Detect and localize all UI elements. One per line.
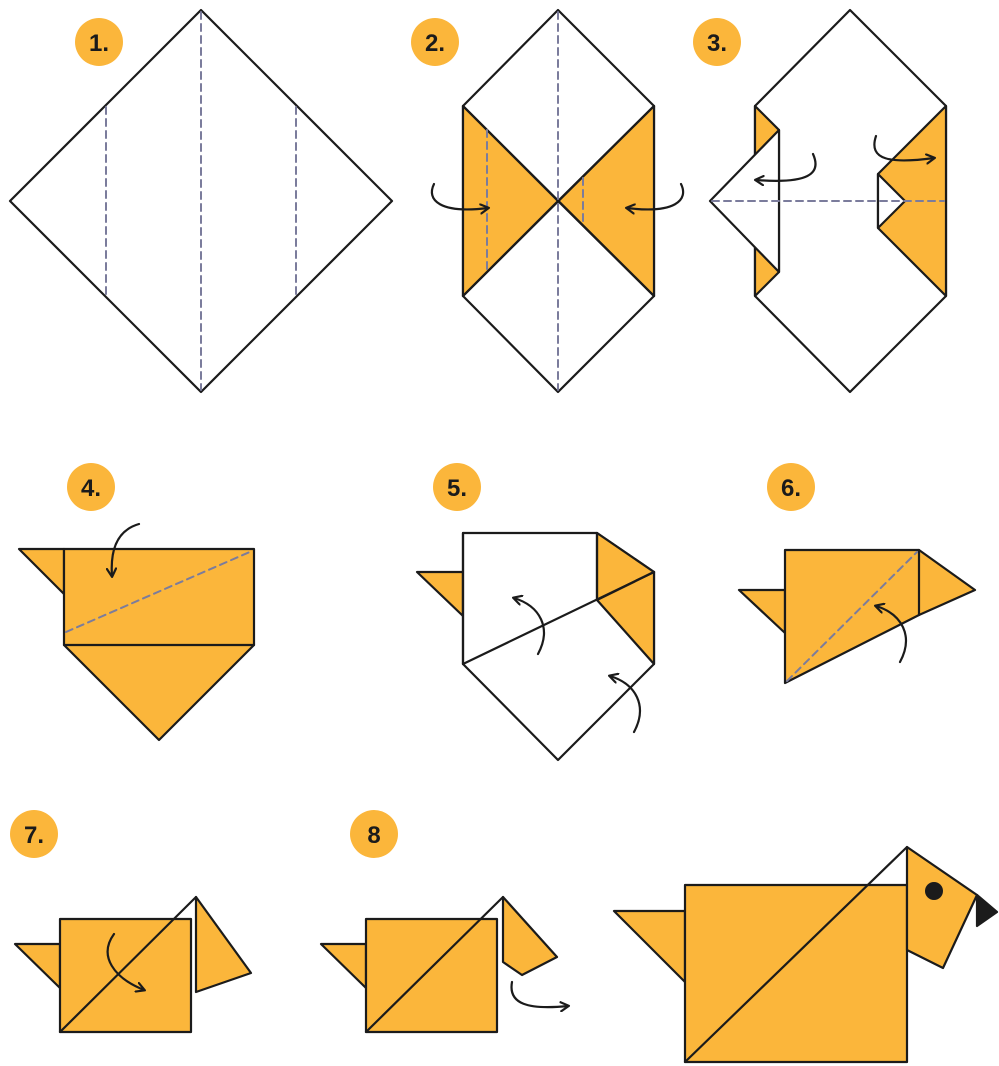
fold-arrow-icon bbox=[510, 980, 568, 1007]
step-badge-7: 7. bbox=[10, 810, 58, 858]
step-1-diagram bbox=[8, 8, 394, 394]
step-number: 2. bbox=[425, 30, 445, 57]
step-number: 7. bbox=[24, 822, 44, 849]
head-flap bbox=[501, 895, 559, 977]
step-badge-1: 1. bbox=[75, 18, 123, 66]
step-number: 5. bbox=[447, 475, 467, 502]
fold-arrow-icon bbox=[514, 598, 546, 656]
fold-arrow-icon bbox=[873, 134, 934, 160]
step-number: 1. bbox=[89, 30, 109, 57]
ear-flap bbox=[17, 547, 66, 596]
step-badge-5: 5. bbox=[433, 463, 481, 511]
step-number: 3. bbox=[707, 30, 727, 57]
finished-dog bbox=[612, 845, 999, 1064]
step-8-diagram bbox=[319, 895, 568, 1034]
step-badge-2: 2. bbox=[411, 18, 459, 66]
fold-arrow-icon bbox=[610, 676, 642, 734]
fold-arrow-icon bbox=[112, 522, 141, 576]
fold-arrow-icon bbox=[430, 182, 488, 209]
step-badge-3: 3. bbox=[693, 18, 741, 66]
paper-body bbox=[364, 917, 499, 1034]
dog-head bbox=[905, 845, 979, 970]
fold-arrow-icon bbox=[756, 152, 817, 181]
fold-arrow-icon bbox=[106, 932, 144, 990]
fold-line bbox=[786, 551, 918, 682]
dog-eye bbox=[925, 882, 943, 900]
step-6-diagram bbox=[737, 548, 977, 685]
step-7-diagram bbox=[13, 895, 253, 1034]
squash-fold bbox=[708, 128, 781, 274]
fold-arrow-icon bbox=[627, 182, 685, 209]
step-4-diagram bbox=[17, 522, 256, 742]
paper-body bbox=[783, 548, 977, 685]
paper-square bbox=[8, 8, 394, 394]
ear-flap bbox=[319, 942, 368, 990]
ear-flap bbox=[415, 570, 465, 618]
dog-body bbox=[683, 883, 909, 1064]
step-badge-6: 6. bbox=[767, 463, 815, 511]
dog-nose bbox=[975, 893, 999, 928]
ear-flap bbox=[612, 909, 687, 984]
ear-flap bbox=[737, 588, 787, 635]
step-number: 4. bbox=[81, 475, 101, 502]
fold-line bbox=[65, 550, 253, 633]
step-badges: 1. 2. 3. 4. 5. 6. 7. 8 bbox=[10, 18, 815, 858]
step-3-diagram bbox=[708, 8, 948, 394]
step-number: 6. bbox=[781, 475, 801, 502]
step-badge-4: 4. bbox=[67, 463, 115, 511]
ear-flap bbox=[13, 942, 62, 990]
step-badge-8: 8 bbox=[350, 810, 398, 858]
step-5-diagram bbox=[415, 531, 656, 762]
step-number: 8 bbox=[367, 822, 380, 849]
head-flap bbox=[194, 895, 253, 994]
fold-arrow-icon bbox=[876, 606, 908, 664]
paper-body bbox=[58, 917, 193, 1034]
step-2-diagram bbox=[430, 8, 685, 394]
